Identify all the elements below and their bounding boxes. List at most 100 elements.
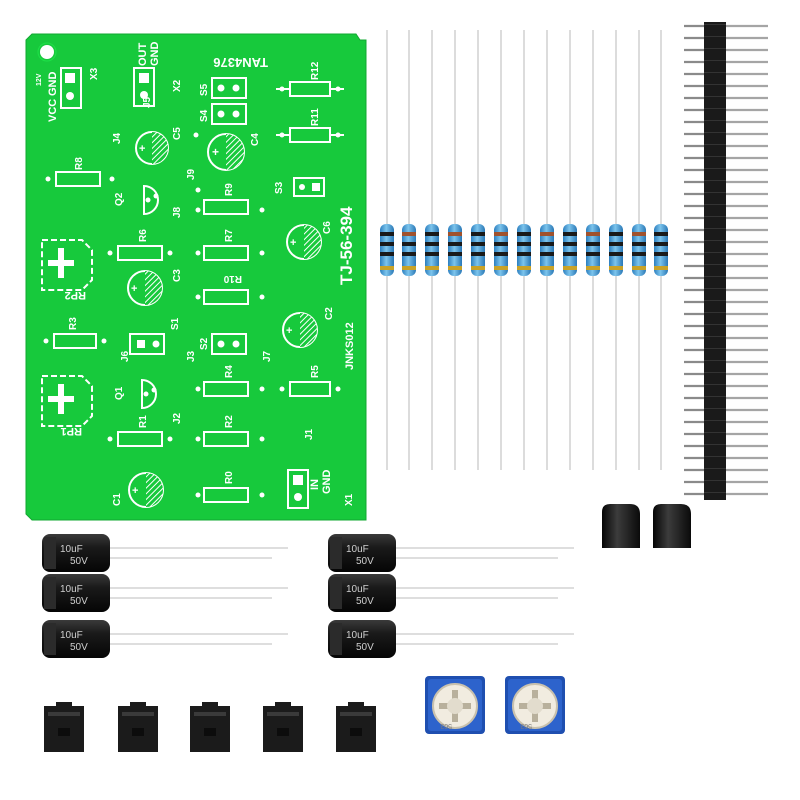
s1-designator: S1 — [170, 317, 181, 330]
j7-designator: J7 — [262, 350, 273, 362]
jumper-s4: S4 — [199, 103, 247, 125]
trimmer-footprint-rp1: RP1 — [41, 375, 93, 437]
resistor-footprint-r1: R1 J2 — [117, 412, 183, 447]
jumper-cap-3 — [190, 702, 230, 752]
gnd-label-x3: GND — [47, 72, 59, 97]
r4-designator: R4 — [224, 365, 235, 378]
resistor-9 — [563, 30, 577, 470]
resistor-12 — [632, 30, 646, 470]
capacitor-value-label: 10uF — [346, 630, 369, 641]
capacitor-footprint-c4: + C4 — [207, 133, 261, 171]
pin-header-body — [704, 22, 726, 500]
j1-designator: J1 — [304, 428, 315, 440]
r6-designator: R6 — [138, 229, 149, 242]
resistor-footprint-r0: R0 — [203, 471, 249, 503]
j8-designator: J8 — [172, 206, 183, 218]
capacitor-voltage-label: 50V — [70, 556, 88, 567]
capacitor-value-label: 10uF — [60, 584, 83, 595]
jumper-s2: S2 J3 J7 — [186, 333, 273, 362]
j6-designator: J6 — [120, 350, 131, 362]
resistor-footprint-r5: R5 — [289, 365, 331, 397]
r1-designator: R1 — [138, 415, 149, 428]
svg-text:+: + — [132, 485, 138, 497]
resistor-footprint-r6: R6 — [117, 229, 163, 261]
jumper-cap-1 — [44, 702, 84, 752]
board-id-label: TJ-56-394 — [337, 206, 356, 285]
vcc-label: VCC — [47, 99, 59, 122]
j9-designator: J9 — [186, 168, 197, 180]
pin-header-strip — [684, 22, 768, 500]
r11-designator: R11 — [310, 108, 321, 126]
trimmer-2-code: 503 — [520, 722, 532, 729]
r8-designator: R8 — [74, 157, 85, 170]
capacitor-voltage-label: 50V — [70, 596, 88, 607]
c6-designator: C6 — [322, 221, 333, 234]
resistor-1 — [380, 30, 394, 470]
capacitor-value-label: 10uF — [60, 544, 83, 555]
q1-designator: Q1 — [114, 386, 125, 400]
c4-designator: C4 — [250, 133, 261, 146]
out-label: OUT — [137, 43, 149, 67]
r2-designator: R2 — [224, 415, 235, 428]
transistor-2 — [653, 504, 691, 648]
capacitor-footprint-c6: + C6 — [286, 221, 333, 260]
j2-designator: J2 — [172, 412, 183, 424]
svg-text:+: + — [131, 283, 137, 295]
j4-designator: J4 — [112, 132, 123, 144]
input-connector-x1: IN GND X1 — [287, 469, 355, 509]
jumper-cap-2 — [118, 702, 158, 752]
in-label: IN — [309, 479, 321, 490]
q2-designator: Q2 — [114, 192, 125, 206]
r10-designator: R10 — [223, 273, 242, 284]
power-voltage-label: 12V — [36, 73, 43, 86]
resistor-13 — [654, 30, 668, 470]
jumper-s5: S5 — [199, 77, 247, 99]
jumper-cap-4 — [263, 702, 303, 752]
j5-designator: J5 — [142, 96, 153, 108]
s5-designator: S5 — [199, 83, 210, 96]
capacitor-value-label: 10uF — [346, 584, 369, 595]
resistor-footprint-r7: R7 — [203, 229, 249, 261]
j3-designator: J3 — [186, 350, 197, 362]
transistor-set — [602, 504, 691, 648]
jumper-cap-set — [44, 702, 376, 752]
resistor-footprint-r8: R8 — [45, 157, 115, 187]
svg-text:+: + — [286, 325, 292, 337]
pcb-board: TJ-56-394 TAN4376 JNKS012 12V VCC GND X3… — [25, 33, 367, 521]
trimmer-footprint-rp2: RP2 — [41, 239, 93, 301]
resistor-8 — [540, 30, 554, 470]
capacitor-voltage-label: 50V — [70, 642, 88, 653]
rp2-designator: RP2 — [65, 289, 86, 301]
gnd-label-x2: GND — [149, 42, 161, 67]
r0-designator: R0 — [224, 471, 235, 484]
resistor-6 — [494, 30, 508, 470]
s3-designator: S3 — [274, 181, 285, 194]
resistor-footprint-r4: R4 — [203, 365, 249, 397]
r5-designator: R5 — [310, 365, 321, 378]
s4-designator: S4 — [199, 109, 210, 122]
trimmer-1-code: 503 — [440, 722, 452, 729]
resistor-footprint-r9: R9 — [203, 183, 249, 215]
resistor-footprint-r3: R3 — [43, 317, 107, 349]
resistor-2 — [402, 30, 416, 470]
mounting-hole — [40, 45, 54, 59]
resistor-5 — [471, 30, 485, 470]
resistor-footprint-r2: R2 J1 — [203, 415, 315, 447]
capacitor-footprint-c3: + C3 — [127, 269, 183, 306]
svg-text:+: + — [139, 143, 145, 155]
s2-designator: S2 — [199, 337, 210, 350]
capacitor-voltage-label: 50V — [356, 596, 374, 607]
jumper-s1: S1 J6 — [120, 317, 181, 362]
capacitor-voltage-label: 50V — [356, 642, 374, 653]
c2-designator: C2 — [324, 307, 335, 320]
resistor-4 — [448, 30, 462, 470]
capacitor-footprint-c2: + C2 — [282, 307, 335, 348]
maker-label: JNKS012 — [344, 322, 356, 370]
r9-designator: R9 — [224, 183, 235, 196]
